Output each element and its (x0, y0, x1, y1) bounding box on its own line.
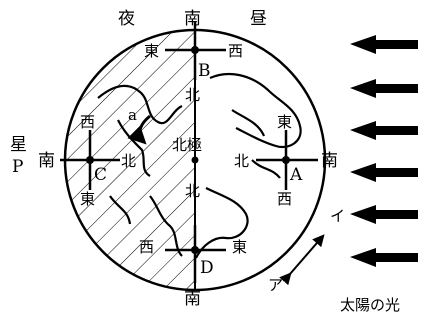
day-label: 昼 (250, 9, 267, 29)
point-c: 西 東 北 C 南 星 P (10, 113, 136, 208)
point-d: 北 西 東 D 南 (139, 182, 247, 309)
point-a: 東 西 北 A 南 (234, 113, 338, 208)
point-a-west: 西 (277, 190, 292, 208)
dir-i-label: イ (330, 207, 345, 225)
point-c-north: 北 (121, 152, 136, 170)
sunlight-arrow (350, 205, 418, 224)
point-b: 東 西 B 北 (144, 22, 243, 104)
arrow-a-label: a (128, 106, 137, 124)
sunlight-arrow (350, 248, 418, 267)
night-label: 夜 (118, 9, 135, 29)
point-c-east: 東 (80, 190, 95, 208)
star-p-label: P (12, 157, 23, 177)
point-b-west: 西 (228, 42, 243, 60)
sunlight-arrow (350, 163, 418, 182)
point-d-east: 東 (232, 238, 247, 256)
point-c-west: 西 (80, 113, 95, 131)
point-b-letter: B (198, 61, 211, 81)
sunlight-arrows (350, 35, 418, 267)
point-a-east: 東 (277, 113, 292, 131)
south-bottom-label: 南 (184, 289, 201, 309)
south-left-label: 南 (38, 151, 55, 171)
point-d-north: 北 (185, 182, 200, 200)
sunlight-arrow (350, 121, 418, 140)
point-b-north: 北 (185, 86, 200, 104)
north-pole-label: 北極 (172, 136, 202, 154)
point-d-west: 西 (139, 238, 154, 256)
landmass-outlines (97, 72, 302, 259)
point-d-letter: D (200, 258, 214, 278)
sunlight-arrow (350, 79, 418, 98)
dir-a-label: ア (268, 276, 283, 294)
point-c-letter: C (94, 165, 107, 185)
north-pole-dot (191, 156, 199, 164)
south-top-label: 南 (184, 9, 201, 29)
sunlight-label: 太陽の光 (340, 296, 400, 314)
point-b-east: 東 (144, 42, 159, 60)
star-label: 星 (10, 135, 27, 155)
sunlight-arrow (350, 35, 418, 54)
south-right-label: 南 (321, 151, 338, 171)
rotation-arrow-a: a (127, 106, 151, 145)
point-a-north: 北 (234, 152, 249, 170)
direction-arrow-a-i: イ ア (268, 207, 345, 294)
point-a-letter: A (289, 165, 303, 185)
